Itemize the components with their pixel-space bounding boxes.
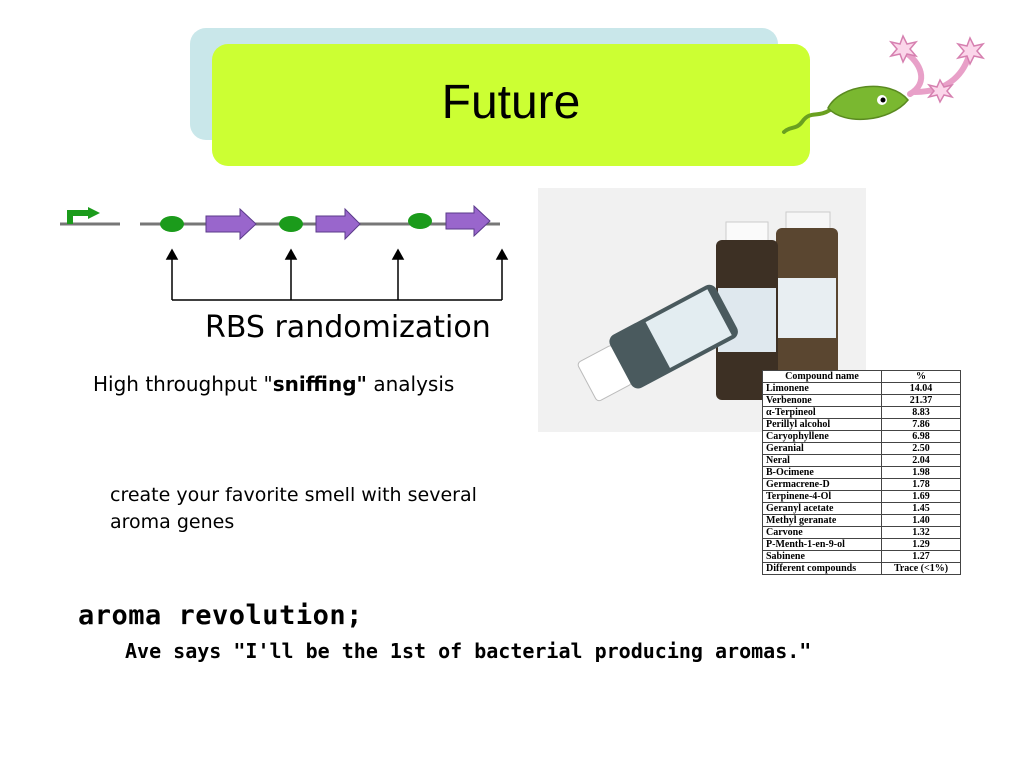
header-percent: % [881,370,961,383]
compound-name-cell: P-Menth-1-en-9-ol [762,538,882,551]
rbs-site [408,213,432,229]
compound-percent-cell: 1.32 [881,526,961,539]
compound-percent-cell: 1.98 [881,466,961,479]
compound-name-cell: Perillyl alcohol [762,418,882,431]
compound-name-cell: Sabinene [762,550,882,563]
compound-percent-cell: 2.04 [881,454,961,467]
gene-circuit-diagram [60,204,509,301]
ave-says-quote: Ave says "I'll be the 1st of bacterial p… [125,639,812,663]
table-header-row: Compound name % [762,370,961,383]
slide-title: Future [441,75,581,129]
title-box: Future [212,44,810,166]
favorite-smell-text: create your favorite smell with several … [110,484,477,533]
rbs-randomization-label: RBS randomization [205,310,491,345]
compound-percent-cell: 14.04 [881,382,961,395]
compound-name-cell: Geranyl acetate [762,502,882,515]
compound-name-cell: Limonene [762,382,882,395]
header-compound-name: Compound name [762,370,882,383]
compound-percent-cell: 21.37 [881,394,961,407]
compound-percent-cell: 1.45 [881,502,961,515]
compound-name-cell: Different compounds [762,562,882,575]
compound-percent-cell: Trace (<1%) [881,562,961,575]
gene-arrow [315,207,361,241]
compound-percent-cell: 1.78 [881,478,961,491]
compound-name-cell: Geranial [762,442,882,455]
compound-percent-cell: 2.50 [881,442,961,455]
compound-name-cell: Caryophyllene [762,430,882,443]
compound-percent-cell: 1.27 [881,550,961,563]
gene-arrow [205,207,257,241]
compound-name-cell: Β-Ocimene [762,466,882,479]
sniffing-analysis-text: High throughput "sniffing" analysis [93,372,455,396]
compound-name-cell: Neral [762,454,882,467]
compound-name-cell: Terpinene-4-Ol [762,490,882,503]
compound-percent-cell: 8.83 [881,406,961,419]
promoter-arrow-icon [67,207,100,224]
rbs-site [279,216,303,232]
compound-percent-cell: 6.98 [881,430,961,443]
compound-percent-cell: 1.29 [881,538,961,551]
rbs-site [160,216,184,232]
bacterium-mascot-icon [782,34,986,134]
compound-name-cell: Carvone [762,526,882,539]
compound-percent-cell: 7.86 [881,418,961,431]
compound-percent-cell: 1.40 [881,514,961,527]
gene-arrow [445,204,491,238]
compound-name-cell: Germacrene-D [762,478,882,491]
compound-name-cell: α-Terpineol [762,406,882,419]
compound-name-cell: Methyl geranate [762,514,882,527]
aroma-revolution-heading: aroma revolution; [78,600,363,631]
compound-percent-cell: 1.69 [881,490,961,503]
compound-name-cell: Verbenone [762,394,882,407]
